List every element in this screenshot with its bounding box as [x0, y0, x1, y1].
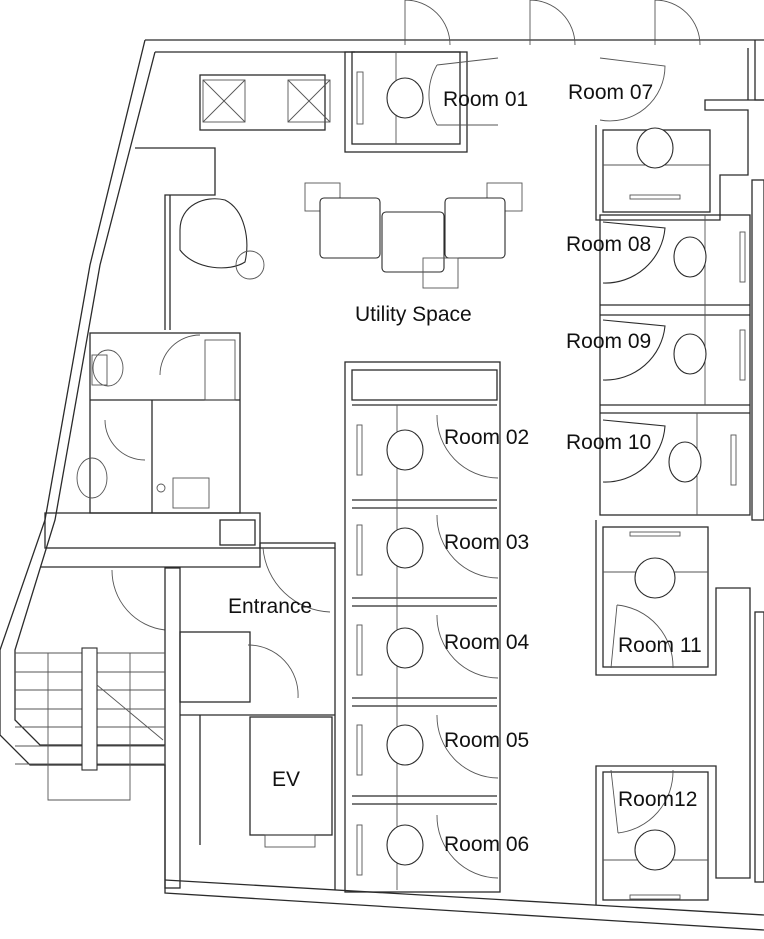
label-room-08: Room 08 — [566, 233, 651, 256]
rooms-11-12-structure — [595, 520, 764, 905]
utility-furniture — [179, 182, 523, 289]
top-doors — [404, 0, 701, 46]
label-room-09: Room 09 — [566, 330, 651, 353]
label-room-12: Room12 — [618, 788, 697, 811]
label-room-04: Room 04 — [444, 631, 530, 654]
label-utility-space: Utility Space — [355, 303, 472, 326]
label-room-01: Room 01 — [443, 88, 528, 111]
rooms-02-06-structure — [344, 361, 501, 893]
label-elevator: EV — [272, 768, 300, 791]
rooms-08-10-structure — [599, 179, 764, 521]
label-room-10: Room 10 — [566, 431, 651, 454]
label-room-02: Room 02 — [444, 426, 529, 449]
label-room-07: Room 07 — [568, 81, 653, 104]
label-room-11: Room 11 — [618, 634, 702, 657]
label-entrance: Entrance — [228, 595, 312, 618]
label-room-06: Room 06 — [444, 833, 529, 856]
core-area — [15, 542, 336, 890]
service-area — [40, 74, 331, 568]
label-room-05: Room 05 — [444, 729, 529, 752]
desk-chairs — [386, 77, 707, 871]
label-room-03: Room 03 — [444, 531, 529, 554]
labels: Room 01 Room 02 Room 03 Room 04 Room 05 … — [228, 81, 702, 856]
